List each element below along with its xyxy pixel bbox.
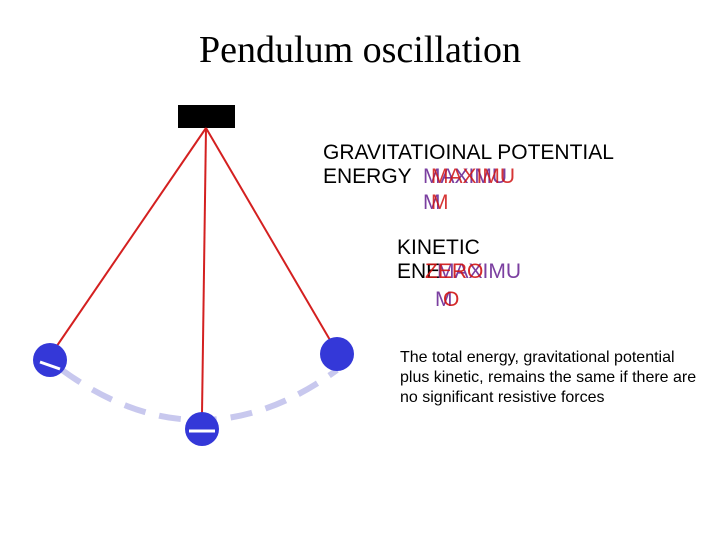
energy-note: The total energy, gravitational potentia… bbox=[400, 348, 700, 408]
pendulum-bob-left bbox=[33, 343, 67, 377]
ke-title: KINETIC bbox=[397, 236, 480, 260]
gpe-value-m-b: M bbox=[431, 191, 449, 215]
pendulum-support bbox=[178, 105, 235, 128]
pendulum-bob-right bbox=[320, 337, 354, 371]
ke-label: KINETIC ENE MAXIMU ZERO M O bbox=[397, 236, 480, 308]
pendulum-rod-center bbox=[202, 128, 206, 414]
gpe-label: GRAVITATIOINAL POTENTIAL ENERGY MAXIMU M… bbox=[323, 141, 614, 213]
gpe-title: GRAVITATIOINAL POTENTIAL bbox=[323, 141, 614, 165]
gpe-energy-text: ENERGY bbox=[323, 165, 412, 188]
gpe-value-b: MAXIMU bbox=[431, 165, 515, 189]
pendulum-bob-center bbox=[185, 412, 219, 446]
pendulum-rod-right bbox=[206, 128, 330, 340]
ke-value-o: O bbox=[443, 288, 459, 312]
ke-value-zero: ZERO bbox=[425, 260, 483, 284]
pendulum-rod-left bbox=[50, 128, 206, 356]
